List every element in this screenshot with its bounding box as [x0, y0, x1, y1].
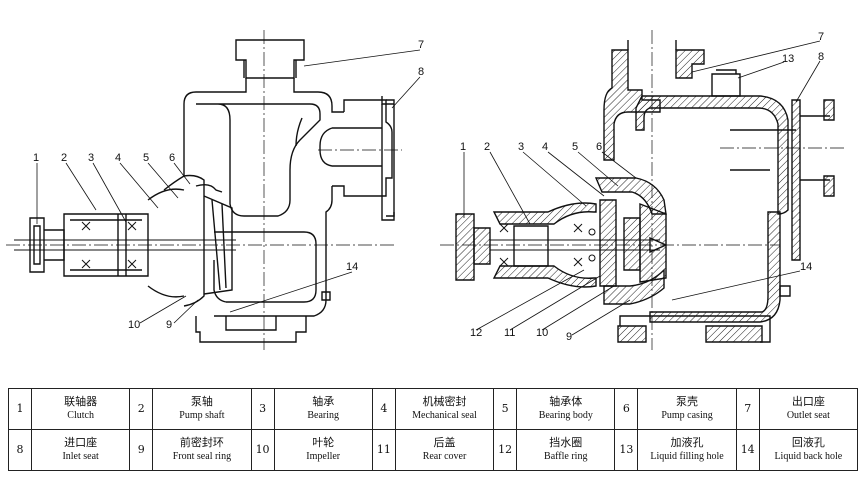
- part-number: 1: [8, 388, 32, 430]
- right-view-outline: [490, 40, 830, 343]
- callout-label: 4: [542, 141, 548, 153]
- part-number: 6: [614, 388, 639, 430]
- part-name-cell: 出口座 Outlet seat: [758, 388, 859, 430]
- callout-label: 6: [596, 141, 602, 153]
- part-name-cell: 轴承体 Bearing body: [516, 388, 616, 430]
- callout-label: 6: [169, 152, 175, 164]
- part-number: 8: [8, 429, 32, 471]
- part-name-cell: 挡水圈 Baffle ring: [516, 429, 616, 471]
- parts-legend-table: 1 联轴器 Clutch 2 泵轴 Pump shaft 3 轴承 Bearing 4…: [8, 388, 859, 471]
- left-view-pump-outline: [14, 39, 395, 343]
- part-number: 14: [735, 429, 760, 471]
- part-name-zh: 进口座: [64, 436, 98, 449]
- part-name-zh: 后盖: [433, 436, 456, 449]
- part-name-zh: 前密封环: [179, 436, 224, 449]
- part-name-cell: 泵壳 Pump casing: [637, 388, 737, 430]
- part-name-en: Pump shaft: [179, 410, 225, 421]
- callout-label: 8: [418, 66, 424, 78]
- callout-label: 9: [566, 331, 572, 343]
- part-name-cell: 加液孔 Liquid filling hole: [637, 429, 737, 471]
- part-number: 13: [614, 429, 639, 471]
- table-row: 8 进口座 Inlet seat 9 前密封环 Front seal ring 10…: [8, 429, 859, 471]
- part-name-en: Inlet seat: [62, 451, 99, 462]
- part-number: 2: [129, 388, 154, 430]
- part-name-zh: 机械密封: [422, 395, 467, 408]
- callout-label: 5: [143, 152, 149, 164]
- part-name-en: Pump casing: [661, 410, 713, 421]
- part-name-en: Bearing: [307, 410, 340, 421]
- pump-cross-section-drawing: 1 2 3 4 5 6 7 8 10 9 14: [6, 30, 846, 350]
- part-name-en: Impeller: [306, 451, 341, 462]
- callout-label: 14: [346, 261, 358, 273]
- callout-label: 1: [460, 141, 466, 153]
- part-number: 9: [129, 429, 154, 471]
- part-name-en: Liquid back hole: [774, 451, 843, 462]
- part-number: 5: [493, 388, 518, 430]
- callout-label: 11: [504, 327, 515, 339]
- part-name-en: Baffle ring: [544, 451, 588, 462]
- part-number: 7: [735, 388, 760, 430]
- part-name-en: Outlet seat: [786, 410, 830, 421]
- part-number: 4: [371, 388, 396, 430]
- part-name-zh: 出口座: [791, 395, 825, 408]
- part-name-zh: 轴承体: [549, 395, 583, 408]
- callout-label: 2: [484, 141, 490, 153]
- part-name-cell: 泵轴 Pump shaft: [152, 388, 252, 430]
- callout-label: 1: [33, 152, 39, 164]
- part-name-cell: 轴承 Bearing: [273, 388, 373, 430]
- part-name-en: Rear cover: [422, 451, 467, 462]
- callout-label: 13: [782, 53, 794, 65]
- part-name-zh: 泵壳: [676, 395, 699, 408]
- callout-label: 7: [818, 31, 824, 43]
- callout-label: 3: [88, 152, 94, 164]
- callout-label: 14: [800, 261, 812, 273]
- part-name-en: Liquid filling hole: [650, 451, 724, 462]
- right-view-pump-section: [455, 49, 835, 343]
- part-name-zh: 挡水圈: [549, 436, 583, 449]
- left-view-bearing-balls: [81, 221, 137, 269]
- part-name-cell: 叶轮 Impeller: [273, 429, 373, 471]
- part-name-cell: 进口座 Inlet seat: [30, 429, 131, 471]
- callout-label: 4: [115, 152, 121, 164]
- part-name-zh: 泵轴: [190, 395, 213, 408]
- part-number: 10: [250, 429, 275, 471]
- callout-label: 2: [61, 152, 67, 164]
- right-view-callouts: 1 2 3 4 5 6 7 13 8 14 12 11 10 9: [460, 31, 824, 343]
- table-row: 1 联轴器 Clutch 2 泵轴 Pump shaft 3 轴承 Bearing 4…: [8, 388, 859, 430]
- left-view-callouts: 1 2 3 4 5 6 7 8 10 9 14: [33, 39, 424, 331]
- callout-label: 8: [818, 51, 824, 63]
- right-view-leader-lines: [463, 40, 821, 336]
- callout-label: 5: [572, 141, 578, 153]
- part-name-en: Mechanical seal: [412, 410, 477, 421]
- part-name-cell: 后盖 Rear cover: [394, 429, 495, 471]
- part-name-zh: 回液孔: [791, 436, 825, 449]
- part-number: 12: [493, 429, 518, 471]
- part-name-zh: 加液孔: [670, 436, 704, 449]
- part-name-en: Clutch: [67, 410, 94, 421]
- callout-label: 3: [518, 141, 524, 153]
- right-view-centerlines: [440, 30, 846, 350]
- left-view-centerlines: [6, 30, 402, 350]
- callout-label: 7: [418, 39, 424, 51]
- part-name-cell: 机械密封 Mechanical seal: [394, 388, 495, 430]
- part-name-zh: 轴承: [312, 395, 335, 408]
- part-number: 11: [371, 429, 396, 471]
- part-name-zh: 叶轮: [312, 436, 335, 449]
- callout-label: 10: [128, 319, 140, 331]
- callout-label: 12: [470, 327, 482, 339]
- callout-label: 9: [166, 319, 172, 331]
- part-number: 3: [250, 388, 275, 430]
- callout-label: 10: [536, 327, 548, 339]
- part-name-zh: 联轴器: [64, 395, 98, 408]
- left-view-leader-lines: [36, 49, 421, 324]
- part-name-en: Front seal ring: [172, 451, 232, 462]
- part-name-cell: 联轴器 Clutch: [30, 388, 131, 430]
- part-name-cell: 前密封环 Front seal ring: [152, 429, 252, 471]
- part-name-cell: 回液孔 Liquid back hole: [758, 429, 859, 471]
- right-view-bearing-balls: [499, 223, 596, 267]
- part-name-en: Bearing body: [538, 410, 593, 421]
